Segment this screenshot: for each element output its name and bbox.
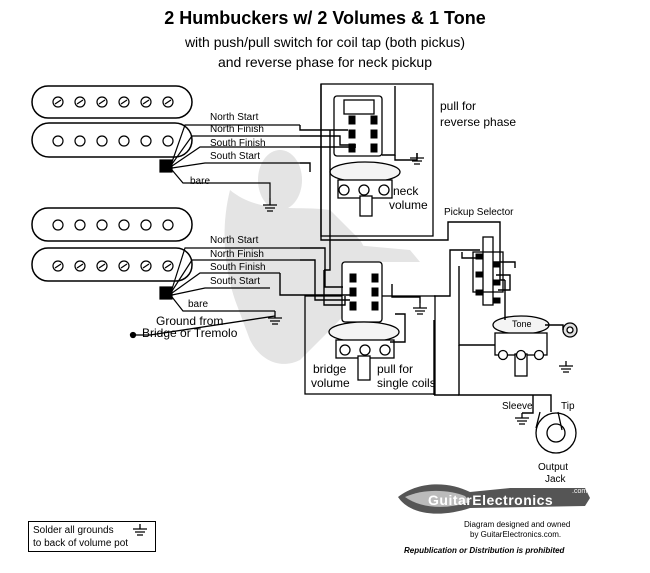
bridge-volume-label-line1: bridge <box>313 362 347 376</box>
selector-lug <box>475 289 483 296</box>
pull-reverse-label-line2: reverse phase <box>440 115 517 129</box>
output-jack <box>535 411 577 454</box>
pole-piece-icon <box>162 135 174 147</box>
bridge-south-finish-label: South Finish <box>210 262 266 273</box>
bridge-volume-label-line2: volume <box>311 376 350 390</box>
tip-label: Tip <box>561 401 575 412</box>
neck-bare-label: bare <box>190 176 211 187</box>
ground-label-line2: Bridge or Tremolo <box>142 326 238 340</box>
pole-piece-icon <box>140 219 152 231</box>
logo-text: GuitarElectronics <box>428 492 554 508</box>
neck-north-start-label: North Start <box>210 112 259 123</box>
pole-piece-icon <box>140 135 152 147</box>
credit-line3: Republication or Distribution is prohibi… <box>404 546 565 555</box>
tone-pot <box>492 315 578 377</box>
bridge-humbucker <box>31 207 193 282</box>
guitar-electronics-logo-icon <box>398 484 590 514</box>
selector-lug <box>475 271 483 278</box>
bridge-bare-label: bare <box>188 299 209 310</box>
credit-line1: Diagram designed and owned <box>464 520 571 529</box>
pole-piece-icon <box>52 219 64 231</box>
pole-piece-icon <box>74 219 86 231</box>
pole-piece-icon <box>74 135 86 147</box>
selector-lug <box>493 279 501 286</box>
switch-lug <box>371 287 379 297</box>
neck-south-finish-label: South Finish <box>210 138 266 149</box>
bridge-north-start-label: North Start <box>210 235 259 246</box>
diagram-subtitle-line1: with push/pull switch for coil tap (both… <box>184 34 466 50</box>
output-jack-label-line2: Jack <box>545 474 566 485</box>
diagram-subtitle-line2: and reverse phase for neck pickup <box>217 54 432 70</box>
neck-volume-label-line2: volume <box>389 198 428 212</box>
pole-piece-icon <box>162 219 174 231</box>
switch-lug <box>349 287 357 297</box>
pull-reverse-label-line1: pull for <box>440 99 477 113</box>
output-jack-label-line1: Output <box>538 462 569 473</box>
legend-line1: Solder all grounds <box>33 525 114 536</box>
circuit-wires <box>279 84 564 414</box>
switch-lug <box>349 273 357 283</box>
pull-single-label-line1: pull for <box>377 362 414 376</box>
ground-label-line1: Ground from <box>156 314 224 328</box>
pole-piece-icon <box>118 135 130 147</box>
credit-line2: by GuitarElectronics.com. <box>470 530 562 539</box>
bridge-south-start-label: South Start <box>210 276 261 287</box>
pole-piece-icon <box>96 135 108 147</box>
neck-volume-pot <box>320 83 434 237</box>
neck-pickup-wires <box>159 124 300 198</box>
bridge-pickup-wires <box>159 247 300 312</box>
pickup-selector-label: Pickup Selector <box>444 207 514 218</box>
bridge-north-finish-label: North Finish <box>210 249 264 260</box>
switch-lug <box>370 143 378 153</box>
neck-humbucker <box>31 85 193 158</box>
selector-lug <box>493 297 501 304</box>
pole-piece-icon <box>96 219 108 231</box>
pole-piece-icon <box>52 135 64 147</box>
tone-label: Tone <box>512 319 532 329</box>
logo-com: .com <box>572 488 588 495</box>
selector-lug <box>493 261 501 268</box>
switch-lug <box>371 273 379 283</box>
neck-north-finish-label: North Finish <box>210 124 264 135</box>
switch-lug <box>370 115 378 125</box>
neck-volume-label-line1: neck <box>393 184 419 198</box>
neck-south-start-label: South Start <box>210 151 261 162</box>
diagram-title: 2 Humbuckers w/ 2 Volumes & 1 Tone <box>164 8 486 28</box>
legend-ground-icon <box>133 524 147 536</box>
selector-lug <box>475 253 483 260</box>
switch-lug <box>349 301 357 311</box>
switch-lug <box>370 129 378 139</box>
ground-legend-box: Solder all grounds to back of volume pot <box>28 521 156 552</box>
legend-line2: to back of volume pot <box>33 538 129 549</box>
switch-lug <box>348 143 356 153</box>
sleeve-label: Sleeve <box>502 401 533 412</box>
switch-lug <box>348 129 356 139</box>
pull-single-label-line2: single coils <box>377 376 436 390</box>
pole-piece-icon <box>118 219 130 231</box>
pickup-selector-switch <box>472 236 504 306</box>
switch-lug <box>348 115 356 125</box>
switch-lug <box>371 301 379 311</box>
